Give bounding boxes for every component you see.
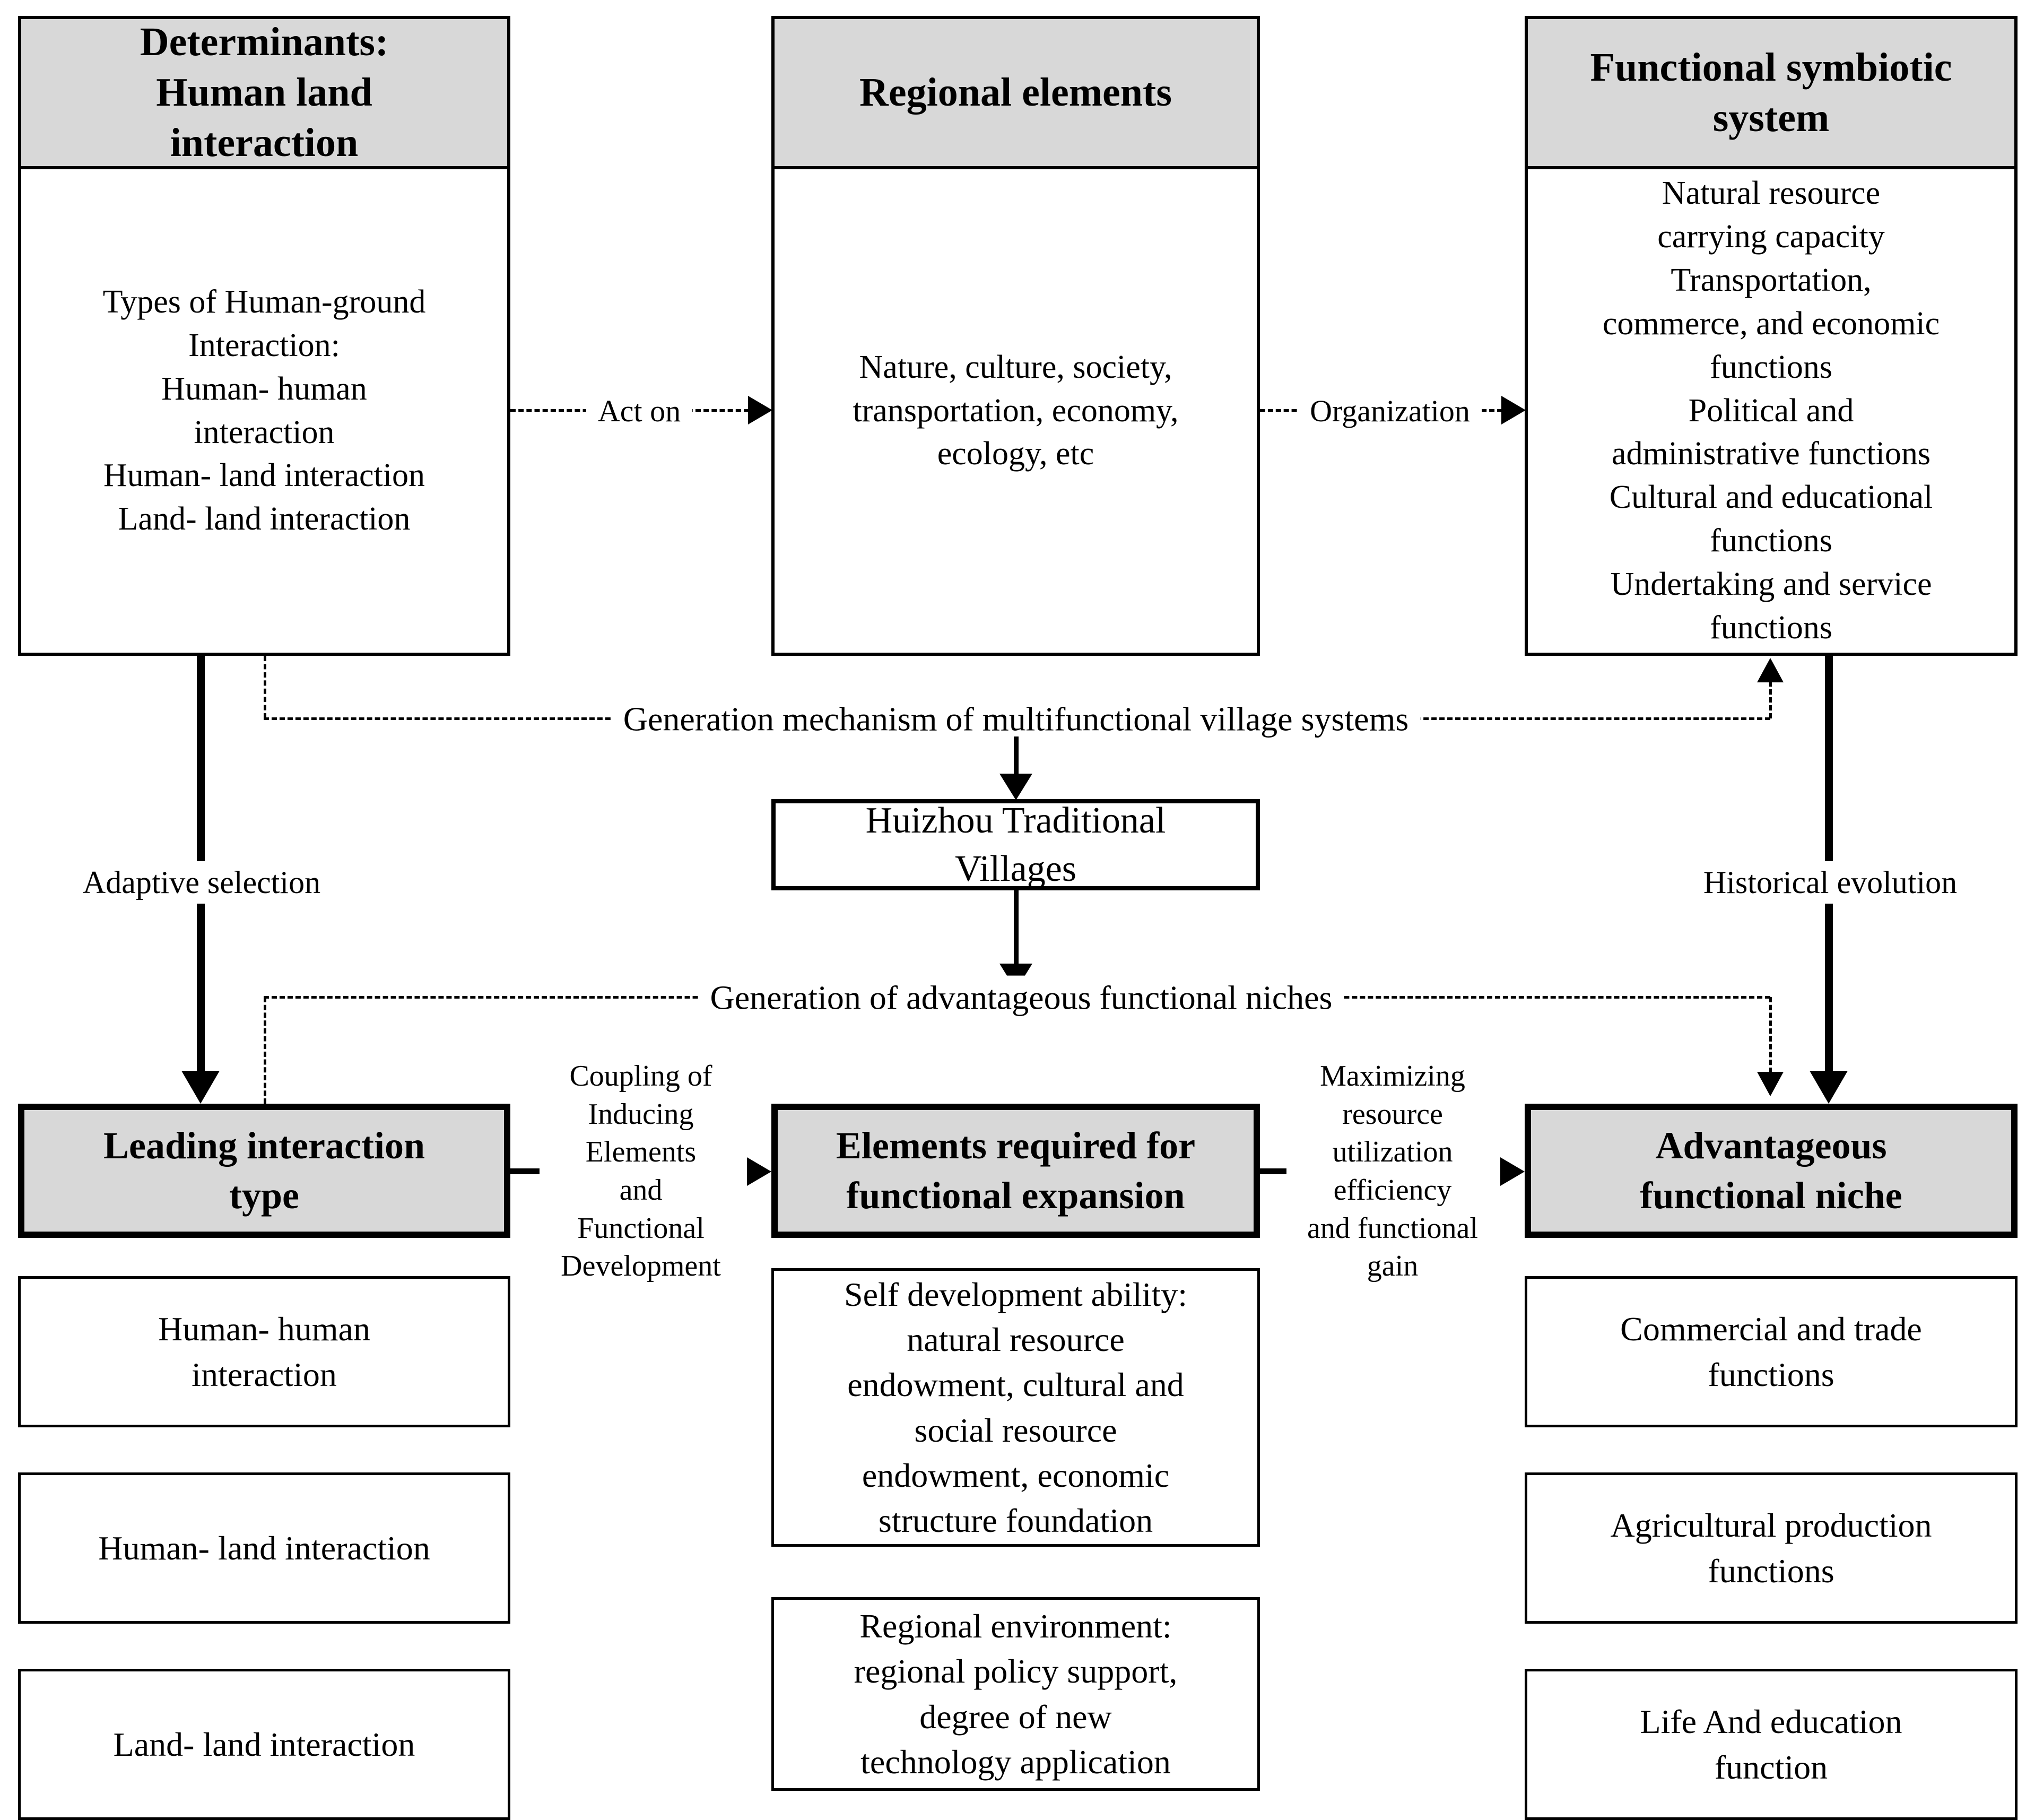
historical-evolution-arrowhead-icon bbox=[1810, 1071, 1848, 1104]
coupling-label: Coupling of Inducing Elements and Functi… bbox=[561, 1059, 721, 1283]
box-human-human-interaction: Human- human interaction bbox=[18, 1276, 510, 1427]
box-huizhou-villages: Huizhou Traditional Villages bbox=[771, 799, 1260, 890]
historical-evolution-label: Historical evolution bbox=[1691, 861, 1969, 904]
generation-advantageous-arrowhead-icon bbox=[1757, 1072, 1784, 1096]
box-regional-elements-header: Regional elements bbox=[775, 19, 1257, 169]
box-functional-symbiotic-body: Natural resource carrying capacity Trans… bbox=[1602, 175, 1940, 646]
arrow-to-huizhou-shaft bbox=[1014, 736, 1019, 775]
box-leading-interaction-type: Leading interaction type bbox=[18, 1104, 510, 1238]
generation-mechanism-label: Generation mechanism of multifunctional … bbox=[611, 697, 1421, 742]
generation-mechanism-left-dashed bbox=[264, 656, 266, 718]
generation-advantageous-label: Generation of advantageous functional ni… bbox=[698, 975, 1344, 1021]
box-human-land-interaction: Human- land interaction bbox=[18, 1472, 510, 1624]
adaptive-selection-arrowhead-icon bbox=[181, 1071, 220, 1104]
act-on-arrowhead-icon bbox=[748, 396, 772, 424]
arrow-from-huizhou-shaft bbox=[1014, 890, 1019, 965]
box-determinants-body: Types of Human-ground Interaction: Human… bbox=[102, 284, 426, 538]
box-regional-environment: Regional environment: regional policy su… bbox=[771, 1597, 1260, 1791]
box-regional-elements-body: Nature, culture, society, transportation… bbox=[853, 349, 1179, 472]
box-self-development: Self development ability: natural resour… bbox=[771, 1268, 1260, 1547]
organization-label: Organization bbox=[1298, 391, 1482, 432]
box-determinants: Determinants: Human land interaction Typ… bbox=[18, 16, 510, 656]
generation-advantageous-right-dashed bbox=[1769, 997, 1772, 1073]
adaptive-selection-label: Adaptive selection bbox=[71, 861, 333, 904]
box-regional-elements: Regional elements Nature, culture, socie… bbox=[771, 16, 1260, 656]
generation-advantageous-left-dashed bbox=[264, 997, 266, 1104]
generation-mechanism-right-dashed bbox=[1769, 681, 1772, 718]
maximizing-connector-segment bbox=[1260, 1168, 1286, 1174]
box-land-land-interaction: Land- land interaction bbox=[18, 1669, 510, 1820]
box-advantageous-niche: Advantageous functional niche bbox=[1525, 1104, 2018, 1238]
box-life-education: Life And education function bbox=[1525, 1669, 2018, 1820]
box-agricultural-production: Agricultural production functions bbox=[1525, 1472, 2018, 1624]
box-determinants-header: Determinants: Human land interaction bbox=[21, 19, 507, 169]
coupling-arrowhead-icon bbox=[747, 1157, 771, 1186]
maximizing-label: Maximizing resource utilization efficien… bbox=[1307, 1059, 1478, 1283]
maximizing-arrowhead-icon bbox=[1500, 1157, 1525, 1186]
arrow-to-huizhou-head-icon bbox=[999, 774, 1032, 800]
box-functional-symbiotic-header: Functional symbiotic system bbox=[1528, 19, 2014, 169]
organization-arrowhead-icon bbox=[1501, 396, 1526, 424]
generation-mechanism-arrowhead-icon bbox=[1757, 658, 1784, 682]
coupling-connector-segment bbox=[510, 1168, 540, 1174]
box-functional-symbiotic: Functional symbiotic system Natural reso… bbox=[1525, 16, 2018, 656]
box-elements-required: Elements required for functional expansi… bbox=[771, 1104, 1260, 1238]
box-commercial-trade: Commercial and trade functions bbox=[1525, 1276, 2018, 1427]
act-on-label: Act on bbox=[586, 391, 693, 432]
